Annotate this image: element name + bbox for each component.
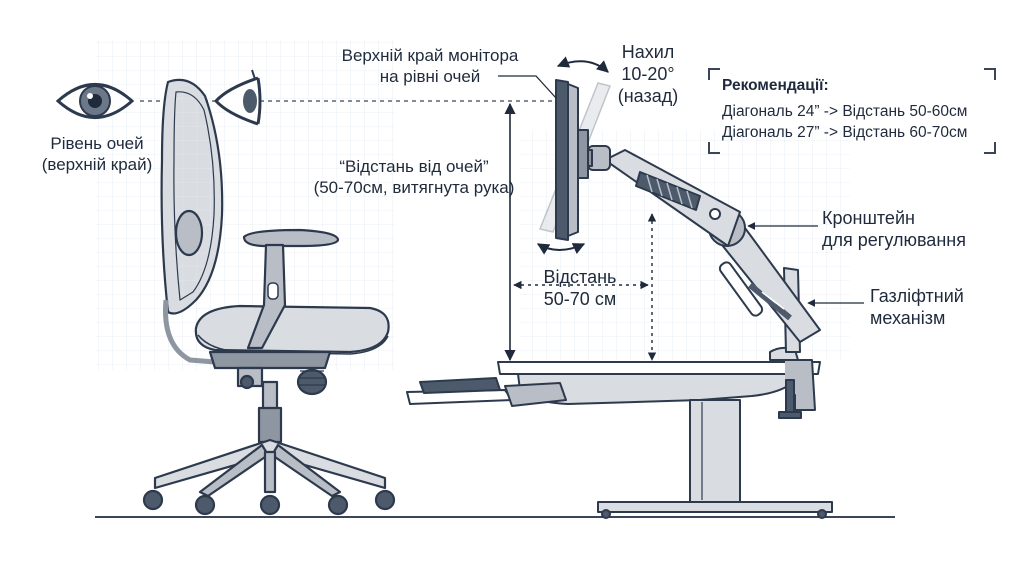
monitor-top-label: Верхній край монітора на рівні очей <box>341 46 519 86</box>
eye-icon <box>55 83 135 119</box>
monitor-arm <box>574 145 821 419</box>
recommendation-row: Діагональ 24” -> Відстань 50-60см <box>722 103 968 120</box>
bracket-corner <box>708 142 720 154</box>
desk <box>497 361 833 519</box>
tilt-arrow-bottom <box>536 243 586 255</box>
bracket-label: Кронштейн для регулювання <box>822 208 966 250</box>
recommendation-row: Діагональ 27” -> Відстань 60-70см <box>722 124 968 141</box>
eye-distance-label: “Відстань від очей” (50-70см, витягнута … <box>313 157 515 197</box>
monitor <box>555 79 589 241</box>
recommendations-title: Рекомендації: <box>722 77 829 94</box>
keyboard-tray <box>406 377 567 407</box>
office-chair <box>142 78 396 516</box>
gas-lift-label: Газліфтний механізм <box>870 286 964 328</box>
tilt-arrow-top <box>556 56 609 73</box>
distance-label: Відстань 50-70 см <box>543 267 617 309</box>
monitor-top-leader <box>498 75 557 99</box>
bracket-corner <box>984 68 996 80</box>
side-eye-icon <box>213 69 262 126</box>
recommendations-box: Рекомендації: Діагональ 24” -> Відстань … <box>708 68 996 154</box>
bracket-corner <box>984 142 996 154</box>
tilt-label: Нахил 10-20° (назад) <box>617 42 679 106</box>
eye-level-label: Рівень очей (верхній край) <box>41 134 153 174</box>
bracket-corner <box>708 68 720 80</box>
